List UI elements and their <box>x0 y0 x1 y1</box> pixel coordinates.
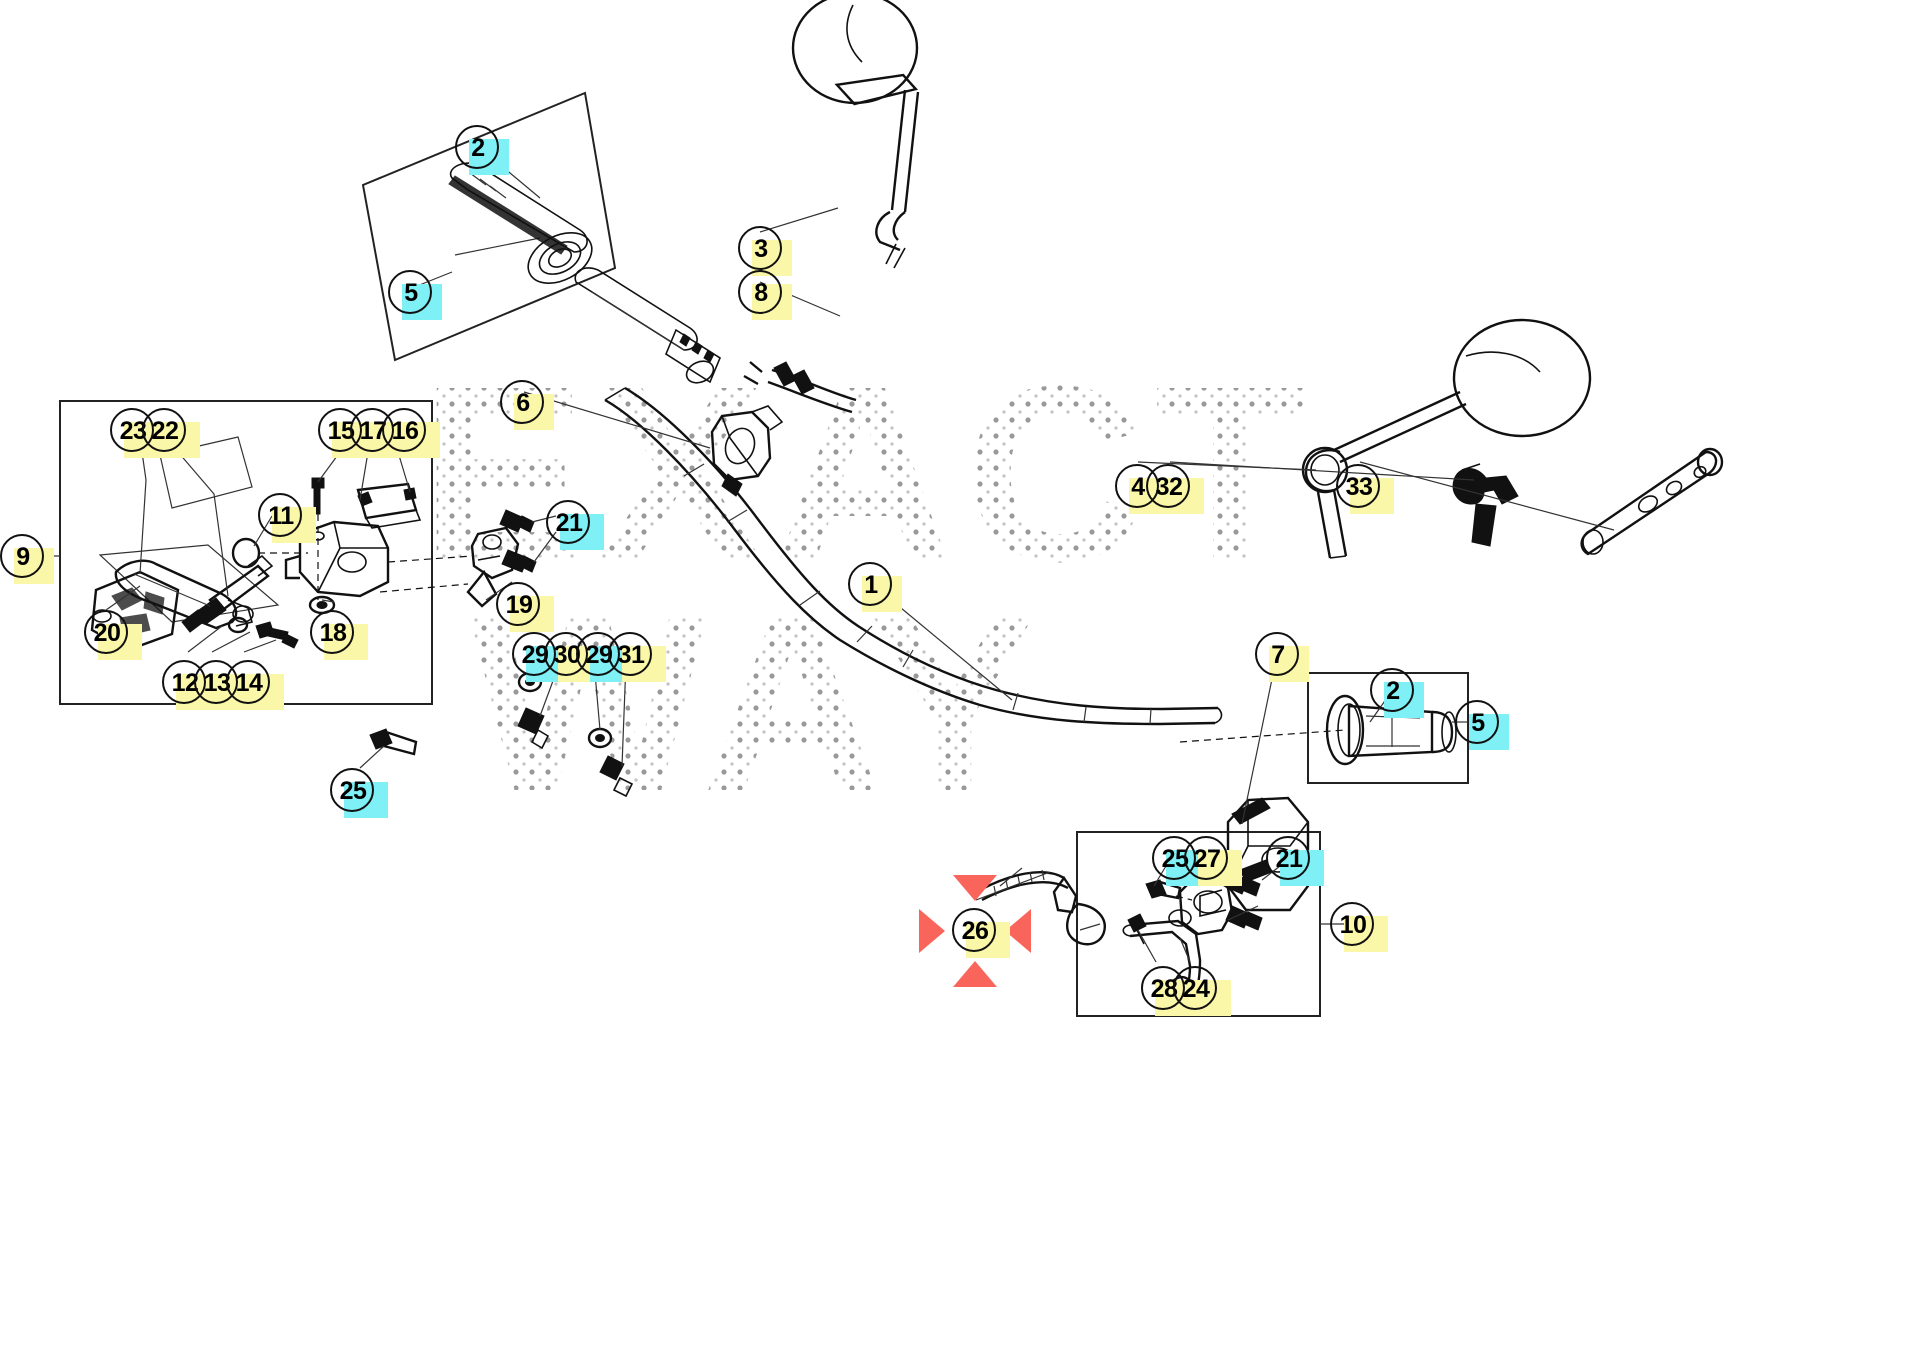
callout-number: 14 <box>235 668 263 697</box>
callout-27[interactable]: 27 <box>1184 836 1242 886</box>
callout-31[interactable]: 31 <box>608 632 666 682</box>
mirror-clamp-32 <box>1452 463 1519 547</box>
callout-number: 27 <box>1193 844 1221 873</box>
callout-number: 22 <box>151 416 179 445</box>
callout-circle <box>1184 836 1228 880</box>
callout-number: 4 <box>1131 472 1145 501</box>
callout-circle <box>608 632 652 676</box>
callout-circle <box>330 768 374 812</box>
callout-number: 11 <box>268 501 294 530</box>
callout-circle <box>142 408 186 452</box>
callout-24[interactable]: 24 <box>1173 966 1231 1016</box>
grub-screw-25 <box>359 728 418 769</box>
callout-circle <box>1146 464 1190 508</box>
callout-number: 8 <box>754 278 768 307</box>
callout-16[interactable]: 16 <box>382 408 440 458</box>
left-grip-assembly <box>448 162 721 384</box>
callout-21-box[interactable]: 21 <box>1266 836 1324 886</box>
callout-26[interactable]: 26 <box>952 908 1010 958</box>
callout-21-left[interactable]: 21 <box>546 500 604 550</box>
callout-number: 19 <box>505 590 533 619</box>
callout-number: 2 <box>471 133 485 162</box>
small-hardware-29-31 <box>517 661 634 798</box>
callout-33[interactable]: 33 <box>1336 464 1394 514</box>
callout-20[interactable]: 20 <box>84 610 142 660</box>
callout-circle <box>738 226 782 270</box>
callout-number: 33 <box>1345 472 1373 501</box>
callout-circle <box>952 908 996 952</box>
callout-7[interactable]: 7 <box>1255 632 1309 682</box>
callout-circle <box>500 380 544 424</box>
callout-circle <box>226 660 270 704</box>
callout-number: 31 <box>617 640 645 669</box>
callout-14[interactable]: 14 <box>226 660 284 710</box>
callout-circle <box>1336 464 1380 508</box>
callout-6[interactable]: 6 <box>500 380 554 430</box>
callout-8[interactable]: 8 <box>738 270 792 320</box>
callout-number: 9 <box>16 542 30 571</box>
callout-number: 21 <box>1275 844 1303 873</box>
callout-number: 24 <box>1182 974 1210 1003</box>
callout-number: 6 <box>516 388 530 417</box>
callout-number: 10 <box>1339 910 1367 939</box>
mirror-right <box>1301 318 1592 559</box>
callout-number: 1 <box>864 570 878 599</box>
callout-number: 26 <box>961 916 989 945</box>
callout-circle <box>848 562 892 606</box>
callout-1[interactable]: 1 <box>848 562 902 612</box>
callout-number: 5 <box>1471 708 1485 737</box>
bar-riser-33 <box>1580 447 1724 556</box>
mirror-top-left <box>791 0 920 269</box>
callout-number: 16 <box>391 416 419 445</box>
callout-22[interactable]: 22 <box>142 408 200 458</box>
callout-number: 7 <box>1271 640 1285 669</box>
cable-8 <box>743 361 857 414</box>
callout-circle <box>258 493 302 537</box>
callout-5-right[interactable]: 5 <box>1455 700 1509 750</box>
callout-25-left[interactable]: 25 <box>330 768 388 818</box>
callout-number: 5 <box>404 278 418 307</box>
callout-5-left[interactable]: 5 <box>388 270 442 320</box>
callout-32[interactable]: 32 <box>1146 464 1204 514</box>
callout-circle <box>0 534 44 578</box>
callout-circle <box>388 270 432 314</box>
callout-18[interactable]: 18 <box>310 610 368 660</box>
callout-number: 21 <box>555 508 583 537</box>
callout-circle <box>1455 700 1499 744</box>
callout-circle <box>455 125 499 169</box>
callout-9[interactable]: 9 <box>0 534 54 584</box>
callout-19[interactable]: 19 <box>496 582 554 632</box>
callout-3[interactable]: 3 <box>738 226 792 276</box>
callout-10[interactable]: 10 <box>1330 902 1388 952</box>
callout-number: 20 <box>93 618 121 647</box>
callout-circle <box>1266 836 1310 880</box>
callout-circle <box>738 270 782 314</box>
callout-circle <box>1370 668 1414 712</box>
handlebar <box>604 386 1223 726</box>
callout-circle <box>382 408 426 452</box>
callout-circle <box>310 610 354 654</box>
callout-11[interactable]: 11 <box>258 493 316 543</box>
callout-2-right[interactable]: 2 <box>1370 668 1424 718</box>
callout-circle <box>1330 902 1374 946</box>
callout-2-left[interactable]: 2 <box>455 125 509 175</box>
callout-number: 18 <box>319 618 347 647</box>
left-switch-housing <box>710 405 784 497</box>
callout-number: 2 <box>1386 676 1400 705</box>
callout-circle <box>496 582 540 626</box>
callout-circle <box>84 610 128 654</box>
callout-circle <box>546 500 590 544</box>
callout-circle <box>1173 966 1217 1010</box>
callout-number: 32 <box>1155 472 1183 501</box>
callout-number: 25 <box>339 776 367 805</box>
callout-number: 3 <box>754 234 768 263</box>
callout-circle <box>1255 632 1299 676</box>
